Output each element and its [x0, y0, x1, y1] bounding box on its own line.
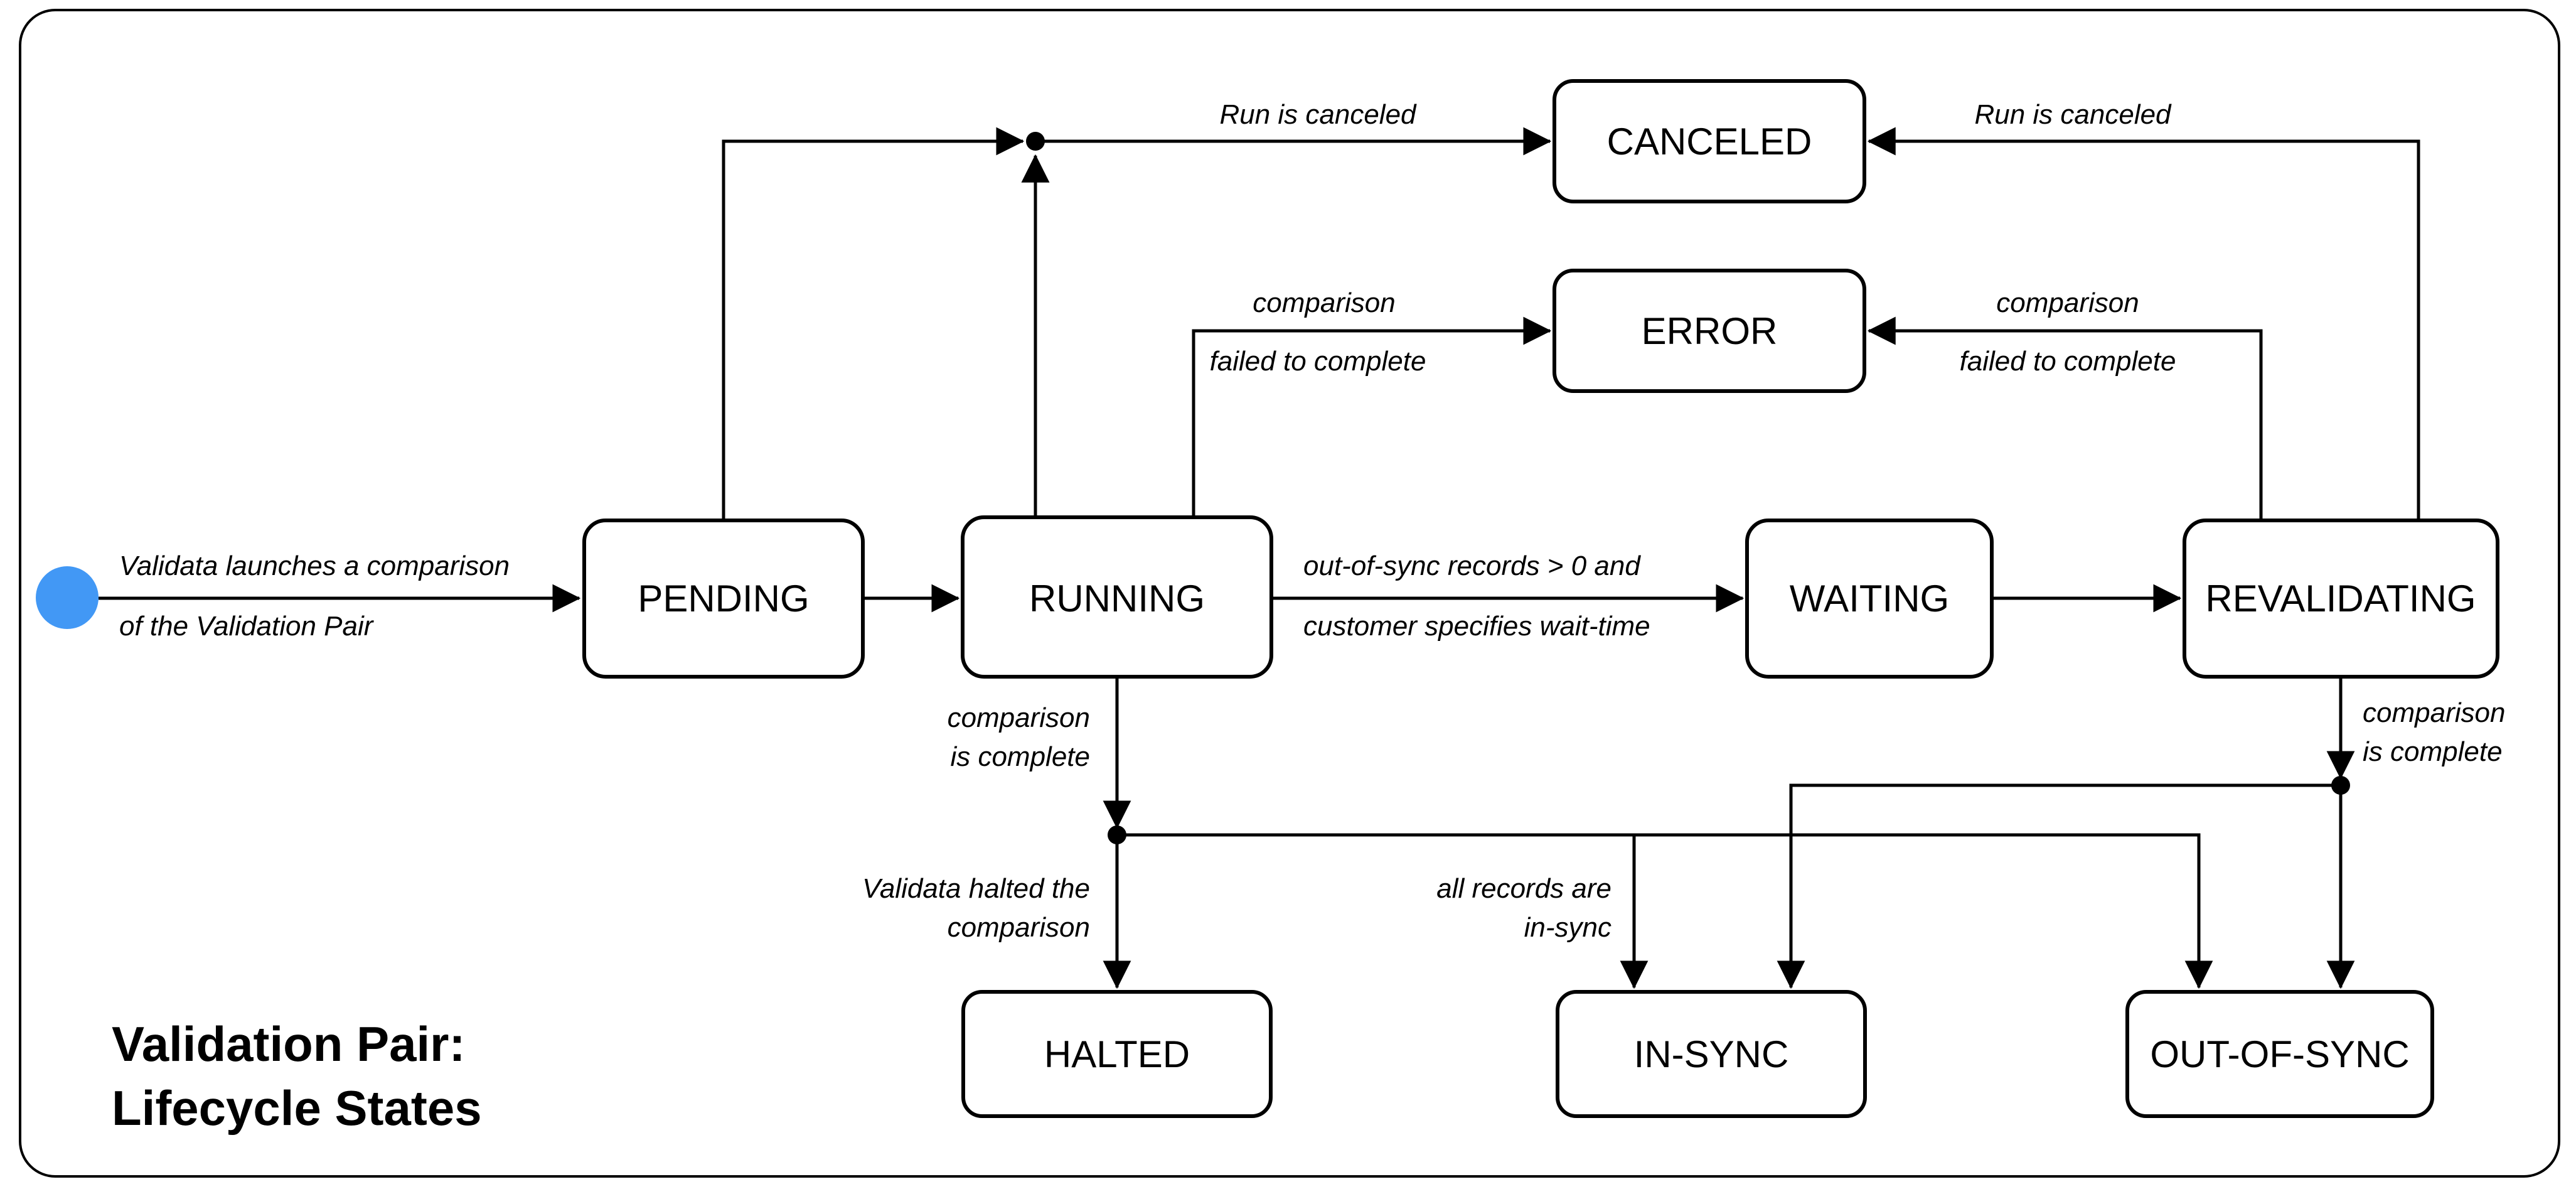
state-label-halted: HALTED — [1044, 1033, 1190, 1075]
edge-revalidating-to-canceled — [1867, 127, 2420, 520]
state-box-error — [1553, 269, 1866, 393]
state-node-waiting: WAITING — [1745, 519, 1994, 679]
state-box-canceled — [1553, 79, 1866, 203]
state-label-canceled: CANCELED — [1607, 121, 1812, 163]
state-node-revalidating: REVALIDATING — [2183, 519, 2499, 679]
state-label-running: RUNNING — [1029, 578, 1205, 620]
edge-label-halted-line2: comparison — [948, 912, 1090, 943]
state-label-out-of-sync: OUT-OF-SYNC — [2150, 1033, 2409, 1075]
state-box-out-of-sync — [2125, 990, 2434, 1118]
diagram-border — [19, 9, 2560, 1178]
state-node-halted: HALTED — [961, 990, 1273, 1118]
junction-dot-cancel — [1026, 132, 1045, 151]
state-box-in-sync — [1556, 990, 1867, 1118]
state-node-error: ERROR — [1553, 269, 1866, 393]
edge-label-launch-line1: Validata launches a comparison — [119, 551, 510, 581]
state-label-error: ERROR — [1642, 310, 1778, 352]
edge-label-comparison-right: comparison — [1996, 288, 2139, 318]
edge-label-launch-line2: of the Validation Pair — [119, 611, 375, 642]
edge-running-complete-to-out-of-sync — [1117, 833, 2213, 989]
edge-label-customer-wait: customer specifies wait-time — [1303, 611, 1650, 642]
edge-label-revalidating-comparison: comparison — [2363, 697, 2505, 728]
edge-label-halted-line1: Validata halted the — [862, 873, 1090, 904]
edge-label-failed-left: failed to complete — [1210, 346, 1426, 377]
state-node-pending: PENDING — [582, 519, 865, 679]
start-state-dot — [36, 566, 99, 629]
edge-running-to-error — [1192, 316, 1552, 517]
edge-revalidating-complete-to-in-sync — [1777, 783, 2341, 989]
state-node-in-sync: IN-SYNC — [1556, 990, 1867, 1118]
edge-label-run-canceled-left: Run is canceled — [1219, 99, 1417, 130]
state-label-waiting: WAITING — [1790, 578, 1949, 620]
edge-label-running-comparison: comparison — [948, 702, 1090, 733]
state-node-canceled: CANCELED — [1553, 79, 1866, 203]
edge-label-run-canceled-right: Run is canceled — [1974, 99, 2172, 130]
edge-pending-to-cancel-junction — [722, 127, 1025, 520]
edge-label-comparison-left: comparison — [1253, 288, 1395, 318]
edge-label-all-records-line2: in-sync — [1524, 912, 1611, 943]
diagram-title-line1: Validation Pair: — [112, 1016, 465, 1072]
state-node-running: RUNNING — [961, 515, 1273, 679]
junction-dot-running-complete — [1108, 825, 1126, 844]
edge-label-all-records-line1: all records are — [1436, 873, 1611, 904]
state-box-running — [961, 515, 1273, 679]
state-box-waiting — [1745, 519, 1994, 679]
diagram-title-line2: Lifecycle States — [112, 1080, 482, 1136]
edge-revalidating-to-error — [1867, 316, 2263, 520]
state-box-halted — [961, 990, 1273, 1118]
junction-dot-revalidating-complete — [2331, 776, 2350, 795]
state-label-revalidating: REVALIDATING — [2205, 578, 2476, 620]
state-box-revalidating — [2183, 519, 2499, 679]
edge-label-out-of-sync-records: out-of-sync records > 0 and — [1303, 551, 1641, 581]
edge-label-revalidating-is-complete: is complete — [2363, 736, 2503, 767]
state-box-pending — [582, 519, 865, 679]
state-label-in-sync: IN-SYNC — [1634, 1033, 1789, 1075]
state-node-out-of-sync: OUT-OF-SYNC — [2125, 990, 2434, 1118]
edge-label-failed-right: failed to complete — [1960, 346, 2176, 377]
edge-label-running-is-complete: is complete — [950, 741, 1090, 772]
state-label-pending: PENDING — [638, 578, 809, 620]
